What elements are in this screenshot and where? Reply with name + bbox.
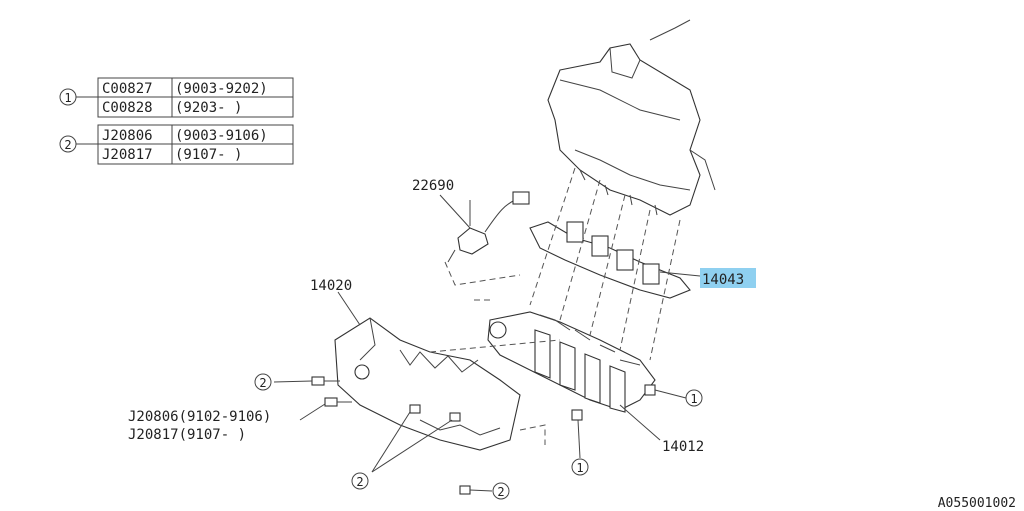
legend-range: (9003-9106): [175, 128, 268, 144]
part-label-22690: 22690: [412, 178, 454, 194]
engine-block-drawing: [547, 19, 716, 216]
note-line-1: J20806(9102-9106): [128, 409, 271, 425]
legend-range: (9203- ): [175, 100, 242, 116]
legend-marker-2-text: 2: [64, 138, 71, 152]
fasteners-drawing: [311, 376, 656, 495]
callout-1-b: 1: [571, 458, 589, 476]
part-label-14012: 14012: [662, 439, 704, 455]
svg-text:2: 2: [356, 475, 363, 489]
svg-text:2: 2: [259, 376, 266, 390]
legend-marker-1-text: 1: [64, 91, 71, 105]
callout-2-a: 2: [254, 373, 272, 391]
legend-code: J20806: [102, 128, 153, 144]
highlight-box: [700, 268, 756, 288]
leader-lines: [273, 200, 687, 492]
part-label-14043[interactable]: 14043: [702, 272, 744, 288]
part-label-14020: 14020: [310, 278, 352, 294]
callout-2-b: 2: [351, 472, 369, 490]
figure-code: A055001002: [938, 496, 1016, 511]
intake-manifold-drawing: [487, 311, 656, 413]
sensor-22690-drawing: [439, 191, 530, 263]
legend-code: C00828: [102, 100, 153, 116]
legend-code: J20817: [102, 147, 153, 163]
legend-range: (9003-9202): [175, 81, 268, 97]
assembly-dash-lines: [429, 167, 681, 445]
svg-text:1: 1: [690, 392, 697, 406]
note-line-2: J20817(9107- ): [128, 427, 246, 443]
legend-table: 1 2 C00827 (9003-9202) C00828 (9203- ) J…: [59, 77, 294, 165]
callout-2-c: 2: [492, 482, 510, 500]
legend-code: C00827: [102, 81, 153, 97]
legend-range: (9107- ): [175, 147, 242, 163]
svg-text:2: 2: [497, 485, 504, 499]
svg-text:1: 1: [576, 461, 583, 475]
cover-14020-drawing: [334, 317, 521, 451]
fuel-rail-drawing: [529, 221, 701, 299]
callout-1-a: 1: [685, 389, 703, 407]
